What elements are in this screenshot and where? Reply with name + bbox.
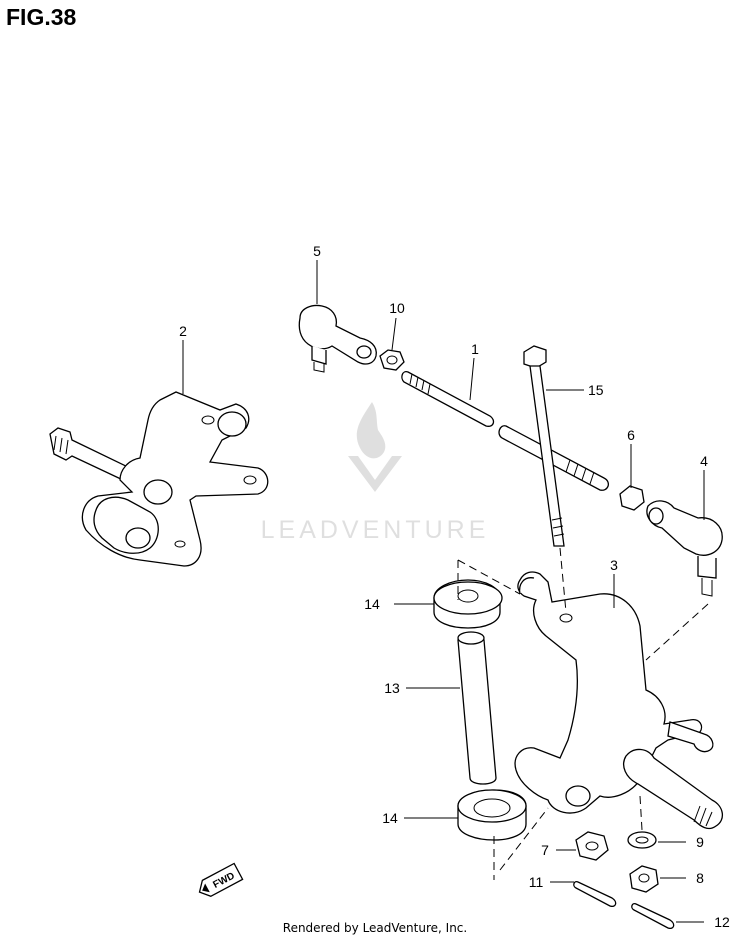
callout-11: 11 <box>529 874 544 890</box>
callout-12: 12 <box>714 914 730 930</box>
callout-15: 15 <box>588 382 604 398</box>
part-9-washer <box>627 831 657 849</box>
flame-logo-icon <box>348 402 402 492</box>
part-7-flange-nut <box>575 831 609 861</box>
callout-9: 9 <box>696 834 704 850</box>
callout-3: 3 <box>610 557 618 573</box>
part-3-steering-arm <box>514 571 723 830</box>
part-12-cotter-pin <box>631 902 675 930</box>
leadventure-watermark: LEADVENTURE <box>261 402 490 544</box>
callout-7: 7 <box>541 842 549 858</box>
figure-title: FIG.38 <box>6 4 77 30</box>
part-15-bolt <box>523 345 565 547</box>
callout-13: 13 <box>384 680 400 696</box>
part-8-castle-nut <box>629 865 659 893</box>
callout-5: 5 <box>313 243 321 259</box>
part-14-bushing-lower <box>457 789 527 841</box>
part-5-tie-rod-end <box>298 304 377 373</box>
assembly-lines <box>457 547 709 880</box>
footer-credit: Rendered by LeadVenture, Inc. <box>282 921 468 935</box>
callout-6: 6 <box>627 427 635 443</box>
part-4-tie-rod-end <box>646 500 723 597</box>
part-11-cotter-pin <box>573 880 617 908</box>
watermark-text: LEADVENTURE <box>261 516 490 544</box>
callout-numbers: 5 2 10 1 15 6 4 3 14 13 14 7 9 8 11 12 <box>179 243 730 930</box>
callout-2: 2 <box>179 323 187 339</box>
callout-10: 10 <box>389 300 405 316</box>
callout-1: 1 <box>471 341 479 357</box>
part-10-nut <box>379 349 405 371</box>
part-6-nut <box>619 485 645 511</box>
fwd-arrow-icon: FWD <box>198 862 244 897</box>
callout-14-lower: 14 <box>382 810 398 826</box>
part-14-bushing-upper <box>433 579 503 629</box>
callout-4: 4 <box>700 453 708 469</box>
part-2-steering-arm <box>49 391 269 567</box>
part-13-spacer-tube <box>457 631 497 785</box>
leader-lines <box>182 260 705 923</box>
part-1-tie-rod <box>401 371 610 491</box>
callout-8: 8 <box>696 870 704 886</box>
callout-14-upper: 14 <box>364 596 380 612</box>
